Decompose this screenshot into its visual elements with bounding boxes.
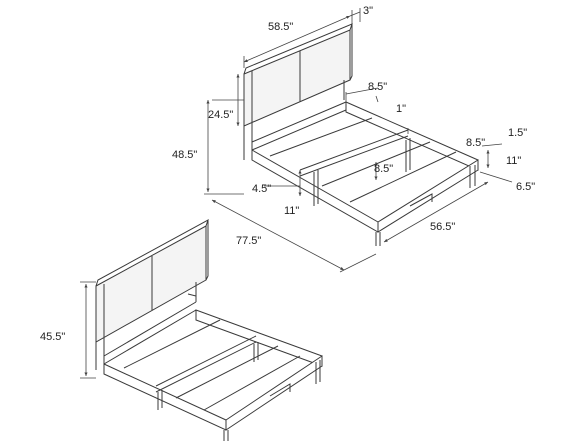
label-inner-slat-height: 8.5"	[374, 163, 393, 175]
bottom-frame	[103, 293, 323, 441]
top-dimension-lines	[204, 8, 513, 273]
dimension-labels: 58.5" 3" 24.5" 48.5" 8.5" 1" 1.5" 8.5" 1…	[40, 5, 535, 343]
label-headboard-thickness: 3"	[363, 5, 373, 17]
bottom-dimension-lines	[80, 281, 96, 379]
label-total-length: 77.5"	[236, 235, 261, 247]
label-leg-height: 11"	[506, 155, 521, 167]
label-rail-width-side: 8.5"	[466, 137, 485, 149]
label-total-height: 48.5"	[172, 149, 197, 161]
label-rail-height-top: 1.5"	[508, 127, 527, 139]
bottom-headboard	[95, 218, 209, 370]
top-bed-drawing	[204, 8, 513, 273]
label-rail-thickness: 1"	[396, 103, 406, 115]
bottom-bed-drawing	[80, 218, 323, 441]
label-leg-offset: 4.5"	[252, 183, 271, 195]
top-headboard	[243, 23, 353, 160]
label-leg-width: 6.5"	[516, 181, 535, 193]
label-clearance: 11"	[284, 205, 299, 217]
label-total-width: 56.5"	[430, 221, 455, 233]
label-headboard-height-upper: 24.5"	[208, 109, 233, 121]
label-slat-gap-top: 8.5"	[368, 81, 387, 93]
label-bottom-headboard-height: 45.5"	[40, 331, 65, 343]
label-headboard-width: 58.5"	[268, 21, 293, 33]
